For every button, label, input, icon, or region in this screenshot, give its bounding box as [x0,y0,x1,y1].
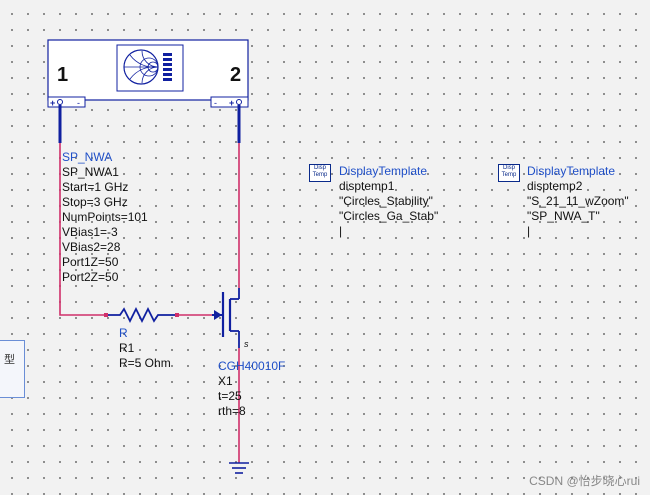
display-template-line: "SP_NWA_T" [527,209,600,223]
sp-nwa-param: Start=1 GHz [62,180,129,194]
display-template-1[interactable]: DisplayTemplate disptemp1 "Circles_Stabi… [339,164,438,239]
sp-nwa-label[interactable]: SP_NWA SP_NWA1 Start=1 GHz Stop=3 GHz Nu… [62,150,148,285]
display-template-title: DisplayTemplate [339,164,428,178]
display-template-instance: disptemp2 [527,179,583,193]
transistor-param: rth=8 [218,404,246,418]
display-template-title: DisplayTemplate [527,164,616,178]
port1-pin[interactable] [47,96,86,108]
port2-number: 2 [230,64,242,86]
smith-chart-arc-2 [129,54,159,80]
display-template-line: "Circles_Ga_Stab" [339,209,439,223]
display-template-2[interactable]: DisplayTemplate disptemp2 "S_21_11_wZoom… [527,164,629,239]
resistor-value: R=5 Ohm [119,356,171,370]
resistor-label[interactable]: R R1 R=5 Ohm [119,326,171,371]
sp-nwa-param: VBias1=-3 [62,225,118,239]
port1-plus-icon: + [50,98,55,108]
resistor-symbol[interactable] [108,306,175,324]
display-template-cursor: | [339,224,343,238]
side-panel-text: 型 [4,354,15,366]
port2-plus-icon: + [229,98,234,108]
sp-nwa-param: Port1Z=50 [62,255,119,269]
sp-nwa-param: VBias2=28 [62,240,121,254]
resistor-type: R [119,326,128,340]
transistor-type: CGH40010F [218,359,286,373]
sp-nwa-param: NumPoints=101 [62,210,148,224]
port2-minus-icon: - [214,98,217,108]
display-template-icon[interactable]: Disp Temp [309,164,331,182]
display-template-icon[interactable]: Disp Temp [498,164,520,182]
resistor-instance: R1 [119,341,135,355]
display-template-line: "Circles_Stability" [339,194,433,208]
wire-node-1 [104,313,108,317]
port1-number: 1 [57,64,69,86]
transistor-symbol[interactable] [212,288,240,348]
wire-port1-to-resistor[interactable] [59,143,106,316]
sp-nwa-instance: SP_NWA1 [62,165,119,179]
display-template-cursor: | [527,224,531,238]
transistor-label[interactable]: CGH40010F X1 t=25 rth=8 [218,359,285,419]
port1-minus-icon: - [77,98,80,108]
sp-nwa-type: SP_NWA [62,150,113,164]
ground-icon[interactable] [229,462,249,474]
transistor-instance: X1 [218,374,233,388]
transistor-param: t=25 [218,389,242,403]
display-template-line: "S_21_11_wZoom" [527,194,629,208]
watermark: CSDN @怡步晓心rui [529,474,640,488]
side-panel-fragment: 型 [0,340,25,398]
port1-node[interactable] [57,99,63,105]
transistor-pin-label: s [244,339,249,349]
wire-node-2 [175,313,179,317]
port2-node[interactable] [236,99,242,105]
sp-nwa-param: Port2Z=50 [62,270,119,284]
smith-chart-bars [163,53,172,81]
sp-nwa-param: Stop=3 GHz [62,195,128,209]
display-template-instance: disptemp1 [339,179,395,193]
port2-pin[interactable] [210,96,249,108]
